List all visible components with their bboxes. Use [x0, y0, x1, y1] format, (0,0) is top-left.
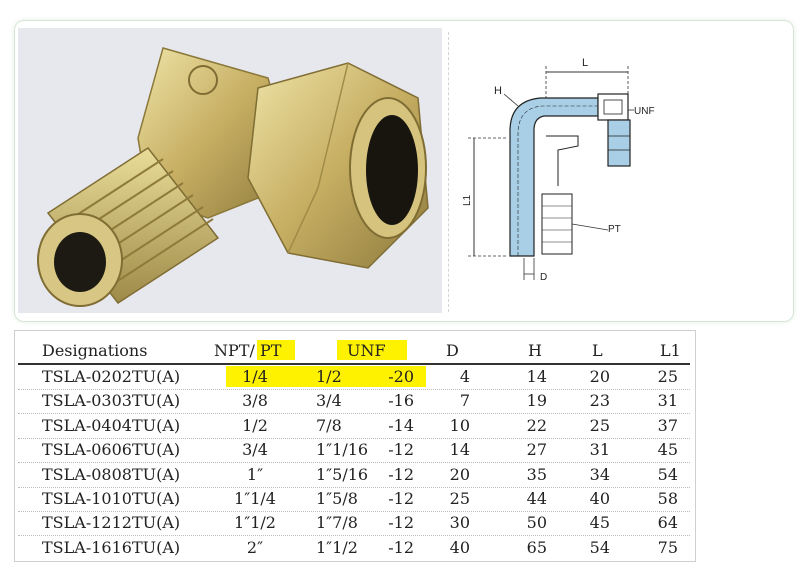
table-cell-designation: TSLA-1616TU(A): [42, 537, 181, 557]
table-cell-l: 25: [589, 415, 610, 435]
table-cell-npt: 1″1/4: [234, 489, 276, 508]
table-cell-npt: 3/8: [242, 391, 268, 411]
table-cell-l: 40: [589, 489, 610, 508]
table-cell-l: 34: [589, 464, 610, 484]
table-cell-unf-b: -12: [388, 489, 414, 508]
row-separator: [18, 462, 690, 464]
table-cell-l1: 58: [657, 489, 678, 508]
header-l1: L1: [660, 341, 681, 360]
table-cell-l1: 54: [657, 464, 678, 484]
highlight-pt-header: [257, 340, 295, 360]
table-cell-d: 20: [449, 464, 470, 484]
table-cell-unf-b: -12: [388, 464, 414, 484]
table-cell-unf-b: -14: [388, 415, 414, 435]
table-cell-npt: 1″: [246, 464, 264, 484]
table-cell-h: 27: [526, 440, 547, 460]
table-cell-npt: 2″: [246, 537, 264, 557]
table-cell-npt: 1/2: [242, 415, 268, 435]
product-photo: [18, 28, 442, 313]
table-cell-unf-a: 1″5/16: [316, 464, 369, 484]
table-cell-designation: TSLA-0404TU(A): [42, 415, 181, 435]
header-pt: PT: [260, 341, 282, 360]
table-cell-d: 4: [459, 367, 470, 386]
table-cell-h: 44: [526, 489, 547, 508]
table-cell-designation: TSLA-0303TU(A): [42, 391, 181, 411]
table-cell-d: 14: [449, 440, 470, 460]
table-cell-unf-a: 1″1/16: [316, 440, 369, 460]
table-cell-unf-a: 1″7/8: [316, 513, 358, 533]
table-cell-l: 54: [589, 537, 610, 557]
table-cell-unf-a: 1″5/8: [316, 489, 358, 508]
table-cell-l1: 64: [657, 513, 678, 533]
row-separator: [18, 437, 690, 439]
header-npt: NPT/: [214, 341, 255, 360]
table-cell-l1: 25: [657, 367, 678, 386]
table-cell-h: 14: [526, 367, 547, 386]
table-cell-unf-b: -20: [388, 367, 414, 386]
table-cell-unf-b: -12: [388, 537, 414, 557]
row-separator: [18, 535, 690, 537]
row-separator: [18, 413, 690, 415]
threaded-end: [37, 146, 220, 307]
header-h: H: [528, 341, 542, 360]
table-cell-npt: 1″1/2: [234, 513, 276, 533]
table-cell-unf-a: 1/2: [316, 367, 342, 386]
table-cell-npt: 3/4: [242, 440, 268, 460]
table-cell-l: 31: [589, 440, 610, 460]
header-l: L: [592, 341, 603, 360]
table-cell-l1: 75: [657, 537, 678, 557]
label-pt: PT: [608, 224, 621, 235]
table-cell-unf-a: 7/8: [316, 415, 342, 435]
label-l: L: [582, 57, 588, 69]
table-cell-d: 10: [449, 415, 470, 435]
table-cell-designation: TSLA-0606TU(A): [42, 440, 181, 460]
table-cell-designation: TSLA-1010TU(A): [42, 489, 181, 508]
table-cell-unf-a: 1″1/2: [316, 537, 358, 557]
table-cell-d: 40: [449, 537, 470, 557]
table-cell-unf-b: -12: [388, 440, 414, 460]
table-cell-designation: TSLA-0202TU(A): [42, 367, 181, 386]
row-separator: [18, 511, 690, 512]
table-cell-h: 50: [526, 513, 547, 533]
row-separator: [18, 389, 690, 390]
table-cell-l: 20: [589, 367, 610, 386]
label-d: D: [540, 272, 547, 283]
table-cell-designation: TSLA-1212TU(A): [42, 513, 181, 533]
row-separator: [18, 486, 690, 488]
table-cell-d: 30: [449, 513, 470, 533]
label-unf: UNF: [634, 106, 655, 117]
panel-divider: [448, 32, 449, 312]
header-unf: UNF: [347, 341, 386, 360]
dimension-diagram: L H UNF L1 PT D: [462, 57, 655, 283]
table-cell-d: 7: [459, 391, 470, 411]
logo-stamp: [188, 65, 218, 95]
table-cell-h: 22: [526, 415, 547, 435]
header-d: D: [446, 341, 459, 360]
table-cell-npt: 1/4: [242, 367, 268, 386]
table-cell-l1: 45: [657, 440, 678, 460]
table-cell-h: 19: [526, 391, 547, 411]
highlight-first-row: [226, 366, 426, 387]
table-cell-unf-b: -12: [388, 513, 414, 533]
table-cell-designation: TSLA-0808TU(A): [42, 464, 181, 484]
table-cell-l1: 37: [657, 415, 678, 435]
hex-nut: [247, 62, 429, 269]
highlight-unf-header: [337, 340, 407, 360]
table-cell-l: 45: [589, 513, 610, 533]
table-cell-h: 35: [526, 464, 547, 484]
header-designations: Designations: [42, 341, 148, 360]
table-cell-l1: 31: [657, 391, 678, 411]
table-cell-h: 65: [526, 537, 547, 557]
table-cell-unf-a: 3/4: [316, 391, 342, 411]
header-rule: [18, 363, 690, 365]
table-cell-l: 23: [589, 391, 610, 411]
table-cell-d: 25: [449, 489, 470, 508]
label-h: H: [494, 85, 502, 97]
label-l1: L1: [462, 194, 473, 206]
table-cell-unf-b: -16: [388, 391, 414, 411]
